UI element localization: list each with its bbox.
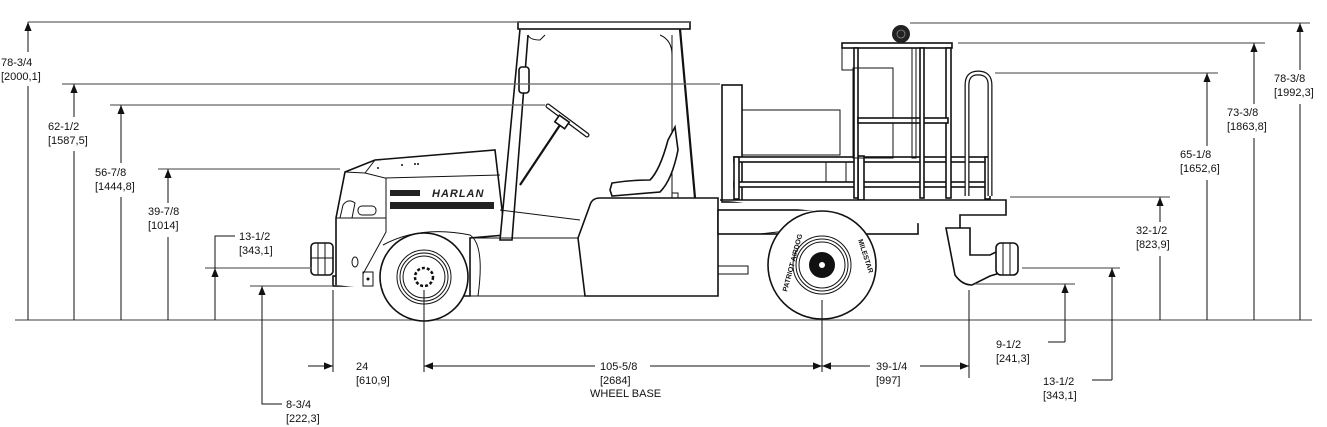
svg-text:13-1/2: 13-1/2: [1043, 376, 1074, 388]
svg-text:13-1/2: 13-1/2: [239, 231, 270, 243]
svg-text:[1587,5]: [1587,5]: [48, 135, 88, 147]
svg-text:39-1/4: 39-1/4: [876, 361, 907, 373]
front-fender: [382, 231, 481, 297]
svg-text:9-1/2: 9-1/2: [996, 339, 1021, 351]
dim-rear-clearance: 9-1/2 [241,3]: [996, 339, 1030, 365]
svg-text:[2000,1]: [2000,1]: [1, 71, 41, 83]
svg-text:[241,3]: [241,3]: [996, 353, 1030, 365]
dim-rail-height: 65-1/8 [1652,6]: [1178, 146, 1234, 180]
dim-cab-height: 62-1/2 [1587,5]: [46, 117, 92, 151]
rear-hitch: [945, 227, 1019, 286]
dimension-lines: [24, 21, 1310, 405]
svg-text:[343,1]: [343,1]: [1043, 390, 1077, 402]
rear-wheel: PATRIOT AIRDOG MILESTAR: [767, 210, 877, 320]
dim-steering-wheel-height: 56-7/8 [1444,8]: [93, 163, 151, 197]
svg-text:[343,1]: [343,1]: [239, 245, 273, 257]
dim-overall-height-front: 78-3/4 [2000,1]: [0, 52, 44, 86]
svg-text:[1014]: [1014]: [148, 220, 179, 232]
svg-text:[1652,6]: [1652,6]: [1180, 163, 1220, 175]
svg-text:[610,9]: [610,9]: [356, 375, 390, 387]
svg-text:8-3/4: 8-3/4: [286, 399, 311, 411]
svg-text:73-3/8: 73-3/8: [1227, 107, 1258, 119]
svg-text:[1863,8]: [1863,8]: [1227, 121, 1267, 133]
svg-text:39-7/8: 39-7/8: [148, 206, 179, 218]
dim-rear-hitch-height: 13-1/2 [343,1]: [1043, 376, 1077, 402]
svg-text:[2684]: [2684]: [600, 375, 631, 387]
svg-text:78-3/4: 78-3/4: [1, 57, 32, 69]
dim-front-overhang: 24 [610,9]: [356, 361, 390, 387]
svg-text:56-7/8: 56-7/8: [95, 167, 126, 179]
steering-wheel: [519, 103, 590, 186]
dim-rear-overhang: 39-1/4 [997]: [876, 361, 907, 387]
dim-hood-height: 39-7/8 [1014]: [146, 203, 190, 237]
dim-cage-height: 73-3/8 [1863,8]: [1225, 104, 1281, 138]
svg-text:WHEEL BASE: WHEEL BASE: [590, 388, 661, 400]
seat: [609, 124, 679, 199]
operator-cage: [841, 25, 953, 199]
svg-text:[222,3]: [222,3]: [286, 413, 320, 425]
svg-text:24: 24: [356, 361, 368, 373]
svg-text:[823,9]: [823,9]: [1136, 239, 1170, 251]
svg-text:32-1/2: 32-1/2: [1136, 225, 1167, 237]
svg-text:78-3/8: 78-3/8: [1274, 73, 1305, 85]
rear-bed: [720, 84, 1007, 228]
svg-text:65-1/8: 65-1/8: [1180, 149, 1211, 161]
vent-row-top: [390, 190, 420, 196]
svg-text:62-1/2: 62-1/2: [48, 121, 79, 133]
dim-wheel-base: 105-5/8 [2684] WHEEL BASE: [590, 361, 661, 400]
svg-text:[997]: [997]: [876, 375, 900, 387]
beacon-light-icon: [892, 25, 910, 43]
dim-deck-height: 32-1/2 [823,9]: [1134, 222, 1186, 256]
dim-front-bumper-clearance: 8-3/4 [222,3]: [286, 399, 320, 425]
vehicle: HARLAN: [310, 21, 1019, 322]
vent-row-bottom: [390, 202, 494, 209]
svg-text:105-5/8: 105-5/8: [600, 361, 637, 373]
cab-frame: [499, 21, 697, 241]
brand-logo: HARLAN: [432, 188, 484, 200]
dim-overall-height-rear: 78-3/8 [1992,3]: [1272, 70, 1327, 104]
svg-text:[1992,3]: [1992,3]: [1274, 87, 1314, 99]
svg-text:[1444,8]: [1444,8]: [95, 181, 135, 193]
dim-front-hitch-height: 13-1/2 [343,1]: [239, 231, 273, 257]
